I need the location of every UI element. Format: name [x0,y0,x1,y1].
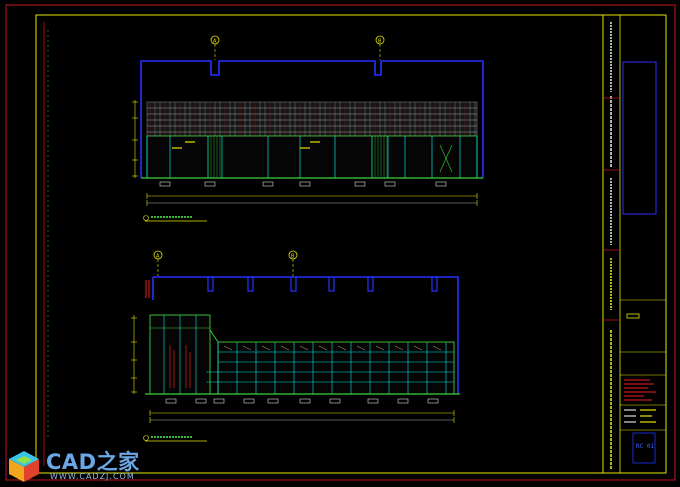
elevation-2-title [143,435,207,442]
counter-hatch [413,345,423,351]
elevation-2[interactable]: A B [131,250,460,442]
grid-marker-2b-label: B [291,254,295,260]
counter-hatch [394,345,404,351]
cabinet-panels [146,136,478,178]
elevation-1[interactable]: A B [132,35,484,222]
cabinet-row [146,135,478,179]
title-block-code: RC 01 [636,443,654,450]
counter-hatch [242,345,252,351]
base-tags [159,181,447,187]
elevation-1-title [143,215,207,222]
grid-marker-1a-label: A [213,39,217,45]
base-tag [435,181,447,187]
counter-rows [206,351,454,383]
tall-cabinet-step [209,329,219,394]
base-tag [195,398,207,404]
counter-hatch [223,345,233,351]
base-tag [427,398,439,404]
counter-hatch [375,345,385,351]
counter-hatch [261,345,271,351]
wall-outline-2 [153,276,459,394]
bottom-dimension-2 [149,410,455,423]
door-swing [439,144,453,173]
title-block-number-box [632,432,656,464]
base-tag [384,181,396,187]
counter-hatch [280,345,290,351]
base-tag [159,181,171,187]
grid-marker-1b-label: B [378,39,382,45]
bottom-dimension [146,193,478,206]
base-tag [367,398,379,404]
title-block-stamp [626,313,640,319]
tall-cabinet-detail [169,345,191,388]
base-tag [354,181,366,187]
upper-grid [146,101,478,137]
wall-outline [140,60,484,178]
counter-hatch [337,345,347,351]
base-tag [299,181,311,187]
counter-panels [217,342,447,394]
left-dimensions [132,100,138,178]
grid-marker-2a-label: A [156,254,160,260]
base-tag [397,398,409,404]
title-block-fields [624,409,656,423]
base-tag [262,181,274,187]
left-dimensions-2 [131,315,137,394]
sheet-border-inner [35,14,667,474]
long-counter [217,341,455,395]
counter-hatch [299,345,309,351]
base-tag [204,181,216,187]
upper-grid-verticals [149,102,476,136]
base-tags-2 [165,398,439,404]
sheet-border-outer [5,4,676,481]
title-block [602,14,667,474]
ceiling-drops [207,277,438,292]
title-block-logo-box [622,61,657,215]
cad-home-watermark: CAD之家 WWW.CADZJ.COM [6,444,156,484]
base-tag [165,398,177,404]
watermark-brand: CAD之家 [46,450,140,474]
base-tag [267,398,279,404]
title-block-notes [624,379,656,401]
base-tag [329,398,341,404]
counter-hatch [432,345,442,351]
watermark-url: WWW.CADZJ.COM [50,472,135,481]
base-tag [213,398,225,404]
base-tag [299,398,311,404]
cube-logo-icon [9,451,39,482]
section-marker-red [145,280,150,298]
counter-hatch [356,345,366,351]
base-tag [243,398,255,404]
counter-hatch [318,345,328,351]
